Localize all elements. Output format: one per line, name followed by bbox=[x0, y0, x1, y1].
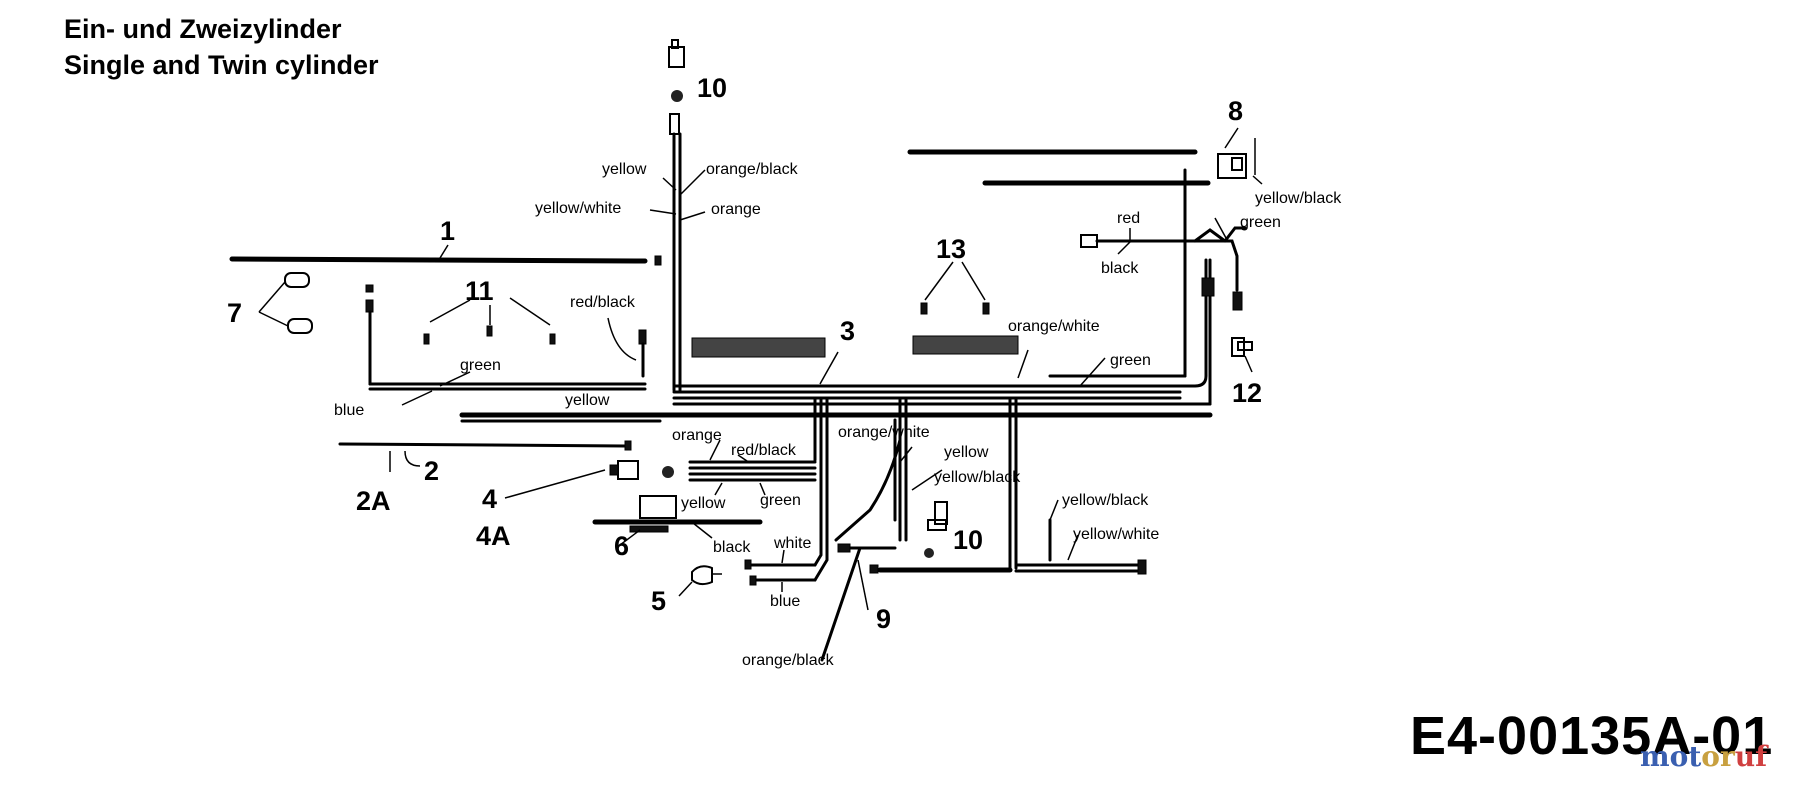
wire-label: black bbox=[713, 539, 751, 556]
wire-label: yellow bbox=[565, 392, 610, 409]
wire-label: yellow/white bbox=[535, 200, 621, 217]
wire-label: orange bbox=[711, 201, 761, 218]
wire-label: orange/white bbox=[838, 424, 930, 441]
wire-label: black bbox=[1101, 260, 1139, 277]
wire-label: red bbox=[1117, 210, 1140, 227]
wire-label: yellow bbox=[681, 495, 726, 512]
wire-label: green bbox=[1110, 352, 1151, 369]
callout-2: 2 bbox=[424, 456, 439, 486]
diagram-title-english: Single and Twin cylinder bbox=[64, 50, 379, 80]
central-drop-harness bbox=[813, 396, 1018, 570]
watermark-text: motoruf bbox=[1640, 740, 1768, 773]
wire-label: yellow/black bbox=[934, 469, 1021, 486]
plates bbox=[691, 335, 1019, 358]
callout-9: 9 bbox=[876, 604, 891, 634]
wire-label: green bbox=[1240, 214, 1281, 231]
callout-5: 5 bbox=[651, 586, 666, 616]
wire-label: yellow bbox=[602, 161, 647, 178]
main-harness-3 bbox=[459, 298, 1213, 423]
connector-5 bbox=[678, 565, 722, 597]
wire-label: red/black bbox=[570, 294, 636, 311]
callout-10-mid: 10 bbox=[953, 525, 983, 555]
wire-label: blue bbox=[770, 593, 800, 610]
wire-label: green bbox=[460, 357, 501, 374]
wire-label: yellow/white bbox=[1073, 526, 1159, 543]
wire-label: orange bbox=[672, 427, 722, 444]
callout-1: 1 bbox=[440, 216, 455, 246]
wire-1 bbox=[229, 255, 662, 266]
connector-4 bbox=[504, 460, 674, 499]
bulb-pair-7 bbox=[258, 272, 313, 334]
callout-4: 4 bbox=[482, 484, 497, 514]
wire-2 bbox=[338, 440, 632, 472]
callout-6: 6 bbox=[614, 531, 629, 561]
drawing-code: E4-00135A-01 bbox=[1410, 706, 1774, 766]
callout-10-top: 10 bbox=[697, 73, 727, 103]
terminals-13 bbox=[920, 261, 990, 315]
wire-label: blue bbox=[334, 402, 364, 419]
wire-label: yellow bbox=[944, 444, 989, 461]
white-blue-wires bbox=[744, 458, 829, 592]
callout-3: 3 bbox=[840, 316, 855, 346]
callout-4a: 4A bbox=[476, 521, 511, 551]
top-right-wires bbox=[907, 127, 1263, 186]
diagram-title-german: Ein- und Zweizylinder bbox=[64, 14, 342, 44]
wire-label: orange/white bbox=[1008, 318, 1100, 335]
wire-label: white bbox=[773, 535, 811, 552]
wire-label: orange/black bbox=[706, 161, 799, 178]
wire-label: green bbox=[760, 492, 801, 509]
relay-6 bbox=[592, 495, 763, 546]
callout-13: 13 bbox=[936, 234, 966, 264]
wire-label: yellow/black bbox=[1255, 190, 1342, 207]
callout-12: 12 bbox=[1232, 378, 1262, 408]
harness-bottom-right bbox=[1014, 499, 1147, 575]
callout-2a: 2A bbox=[356, 486, 391, 516]
watermark-logo: motoruf bbox=[1640, 740, 1767, 773]
top-vertical-harness bbox=[649, 39, 706, 392]
wire-9 bbox=[820, 543, 1013, 662]
terminals-11 bbox=[423, 297, 556, 345]
callout-8: 8 bbox=[1228, 96, 1243, 126]
callout-11: 11 bbox=[465, 276, 494, 306]
callout-7: 7 bbox=[227, 298, 242, 328]
harness-left-blue-green bbox=[365, 284, 647, 406]
harness-right-green bbox=[1080, 217, 1253, 373]
harness-right-loop bbox=[1048, 168, 1215, 378]
bundle-4 bbox=[688, 439, 817, 496]
wire-label: red/black bbox=[731, 442, 797, 459]
wire-label: yellow/black bbox=[1062, 492, 1149, 509]
red-black-lead bbox=[607, 317, 647, 378]
wire-label: orange/black bbox=[742, 652, 835, 669]
